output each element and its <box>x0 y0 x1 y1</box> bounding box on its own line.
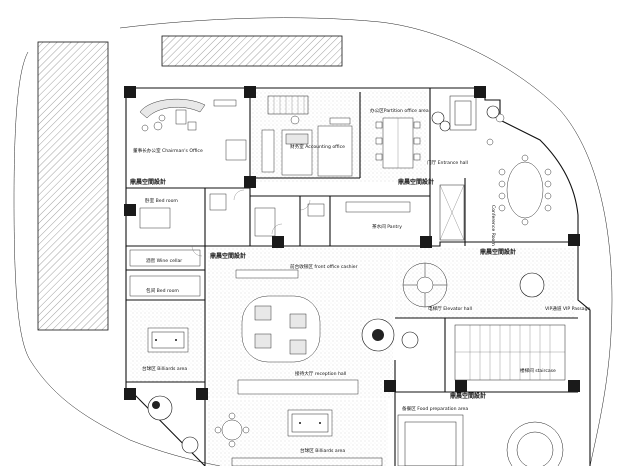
chairman-desk <box>139 98 247 161</box>
bedroom-furniture <box>129 193 325 297</box>
label-billiards-1: 台球区 Billiards area <box>142 365 187 372</box>
label-wine-cellar: 酒窖 Wine cellar <box>146 257 182 264</box>
hatched-building-top <box>161 35 343 67</box>
accounting-furniture <box>261 115 353 177</box>
logo-mark-1: 鼎晨空間設計 <box>130 178 166 186</box>
label-food-prep: 备餐区 Food preparation area <box>402 405 468 412</box>
label-elevator-hall: 电梯厅 Elevator hall <box>428 305 472 312</box>
label-pantry: 茶水间 Pantry <box>372 223 402 230</box>
label-reception-hall: 接待大厅 reception hall <box>295 370 346 377</box>
label-front-office: 前台收银区 front office cashier <box>290 263 358 270</box>
site-boundary <box>13 51 221 466</box>
label-room-small: 包间 Bed room <box>146 287 179 294</box>
partitions <box>126 88 578 466</box>
logo-mark-4: 鼎晨空間設計 <box>210 252 246 260</box>
elevator-lobby <box>402 262 448 308</box>
billiard-table-2 <box>287 409 333 437</box>
partition-office-desks <box>345 117 421 213</box>
plants <box>147 105 545 454</box>
hatched-building-left <box>37 41 109 331</box>
label-bed-room: 卧室 Bed room <box>145 197 178 204</box>
outer-wall-right <box>577 242 591 466</box>
site-boundary-top <box>119 17 613 466</box>
label-partition-office: 办公区Partition office area <box>370 107 429 114</box>
billiard-table-1 <box>147 327 189 353</box>
lower-area-furniture <box>214 412 564 466</box>
label-entrance-hall: 门厅 Entrance hall <box>427 159 468 166</box>
conference-table <box>486 113 552 226</box>
logo-mark-5: 鼎晨空間設計 <box>450 392 486 400</box>
label-billiards-2: 台球区 Billiards area <box>300 447 345 454</box>
main-staircase <box>454 324 566 381</box>
label-chairman-office: 董事长办公室 Chairman's Office <box>133 147 203 154</box>
logo-mark-2: 鼎晨空間設計 <box>398 178 434 186</box>
structural-columns <box>124 86 580 400</box>
door-swings <box>191 189 311 257</box>
outer-wall <box>125 87 579 247</box>
label-vip-passage: VIP通道 VIP Passage <box>545 305 591 312</box>
label-accounting-office: 财务室 Accounting office <box>290 143 345 150</box>
office-stairs <box>267 95 477 241</box>
logo-mark-3: 鼎晨空間設計 <box>480 248 516 256</box>
label-conference-room: Conference Room <box>490 205 496 246</box>
label-staircase: 楼梯间 staircase <box>520 367 556 374</box>
reception-lounge <box>235 269 359 395</box>
